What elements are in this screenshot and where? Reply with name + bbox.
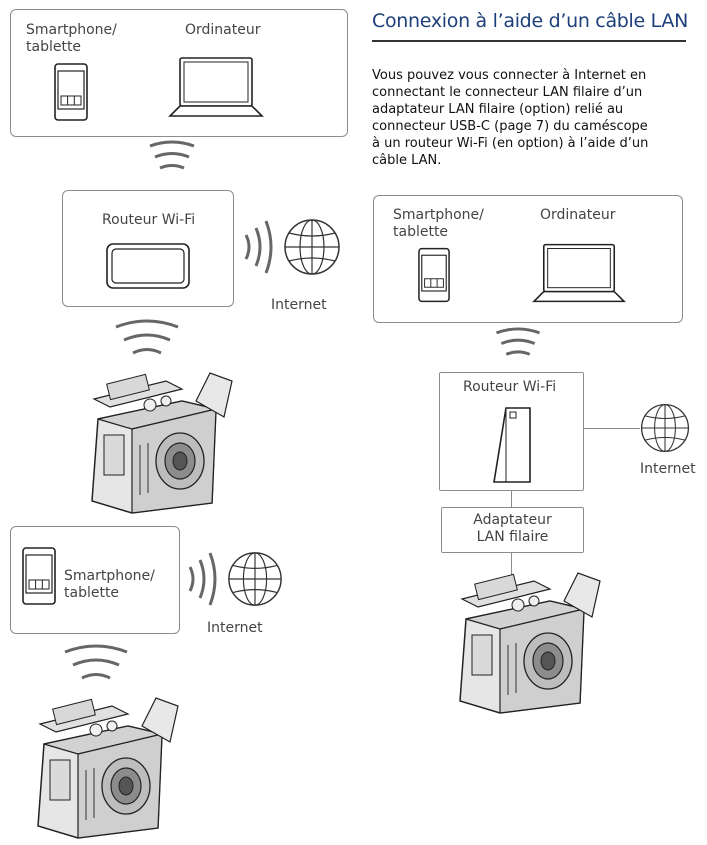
paragraph-line: adaptateur LAN filaire (option) relié au bbox=[372, 102, 624, 117]
lan-adapter-box bbox=[441, 507, 584, 553]
camcorder-icon bbox=[37, 697, 179, 839]
computer-label: Ordinateur bbox=[540, 207, 616, 223]
paragraph-line: Vous pouvez vous connecter à Internet en bbox=[372, 68, 647, 83]
wifi-waves-icon bbox=[115, 319, 179, 355]
camcorder-icon bbox=[459, 572, 601, 714]
wifi-waves-icon bbox=[495, 327, 541, 356]
paragraph-line: connecteur USB-C (page 7) du caméscope bbox=[372, 119, 648, 134]
globe-icon bbox=[228, 552, 282, 606]
smartphone-label: Smartphone/ tablette bbox=[64, 568, 155, 602]
smartphone-label-line2: tablette bbox=[26, 39, 82, 55]
smartphone-label-line1: Smartphone/ bbox=[26, 22, 117, 38]
smartphone-label: Smartphone/ tablette bbox=[26, 22, 117, 56]
globe-icon bbox=[640, 403, 690, 453]
wifi-router-label: Routeur Wi-Fi bbox=[102, 212, 196, 228]
wifi-waves-icon bbox=[188, 552, 217, 606]
camcorder-icon bbox=[91, 372, 233, 514]
lan-cable-line bbox=[511, 491, 512, 507]
smartphone-label-line1: Smartphone/ bbox=[393, 207, 484, 223]
smartphone-label-line2: tablette bbox=[64, 585, 120, 601]
internet-label: Internet bbox=[271, 297, 327, 313]
internet-label: Internet bbox=[207, 620, 263, 636]
laptop-icon bbox=[532, 243, 626, 303]
wifi-router-tower-icon bbox=[493, 407, 531, 483]
lan-adapter-label: Adaptateur LAN filaire bbox=[441, 512, 584, 546]
lan-cable-line bbox=[511, 553, 512, 575]
paragraph-line: câble LAN. bbox=[372, 153, 442, 168]
smartphone-label: Smartphone/ tablette bbox=[393, 207, 484, 241]
wifi-router-icon bbox=[106, 243, 190, 289]
wifi-router-label: Routeur Wi-Fi bbox=[463, 379, 557, 395]
laptop-icon bbox=[168, 57, 264, 117]
lan-cable-line bbox=[584, 428, 640, 429]
computer-label: Ordinateur bbox=[185, 22, 261, 38]
smartphone-label-line1: Smartphone/ bbox=[64, 568, 155, 584]
wifi-waves-icon bbox=[149, 140, 195, 170]
lan-adapter-label-line2: LAN filaire bbox=[476, 529, 549, 545]
smartphone-icon bbox=[22, 547, 56, 605]
lan-adapter-label-line1: Adaptateur bbox=[473, 512, 552, 528]
internet-label: Internet bbox=[640, 461, 696, 477]
section-title: Connexion à l’aide d’un câble LAN bbox=[372, 10, 688, 32]
intro-paragraph: Vous pouvez vous connecter à Internet en… bbox=[372, 67, 692, 169]
globe-icon bbox=[284, 219, 340, 275]
smartphone-icon bbox=[418, 247, 450, 303]
paragraph-line: connectant le connecteur LAN filaire d’u… bbox=[372, 85, 643, 100]
smartphone-icon bbox=[54, 63, 88, 121]
title-underline bbox=[372, 40, 686, 42]
paragraph-line: à un routeur Wi-Fi (en option) à l’aide … bbox=[372, 136, 649, 151]
wifi-waves-icon bbox=[244, 220, 273, 274]
smartphone-label-line2: tablette bbox=[393, 224, 449, 240]
wifi-waves-icon bbox=[64, 644, 128, 680]
